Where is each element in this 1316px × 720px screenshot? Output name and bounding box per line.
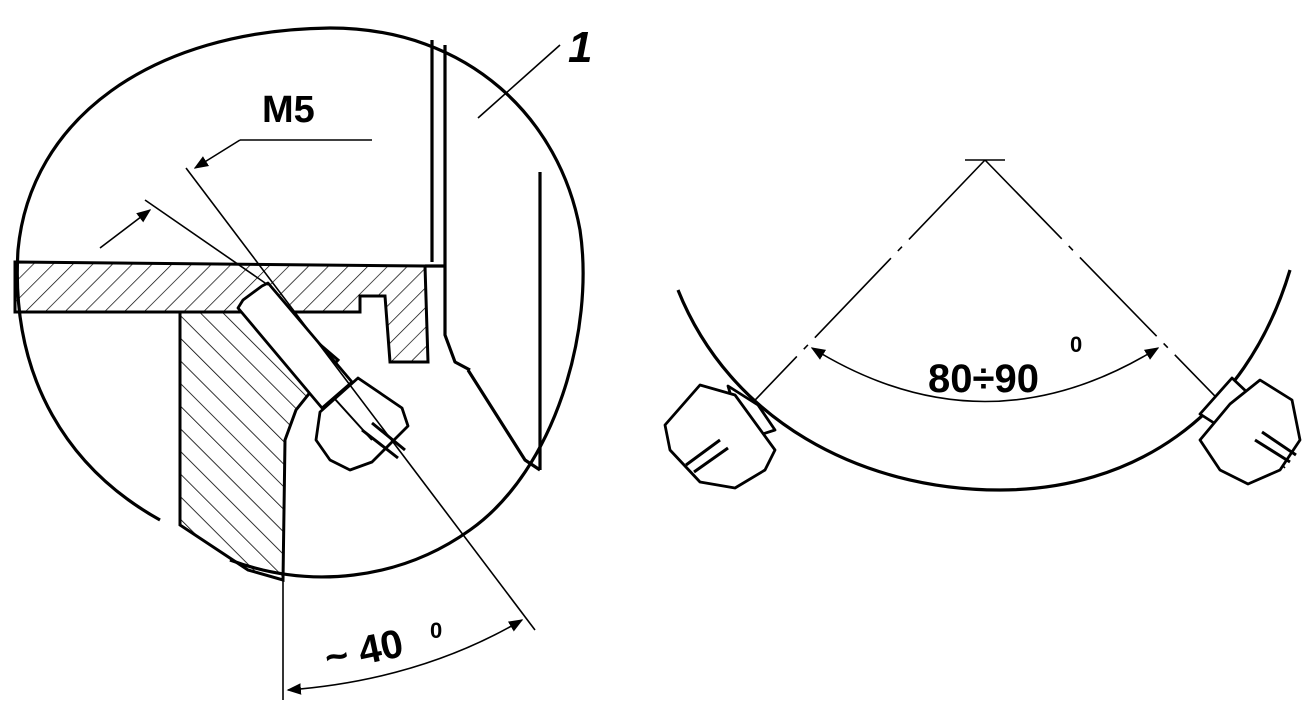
m5-dimension-line-2 [99,209,152,249]
spread-angle-degree: 0 [1070,332,1082,357]
arrangement-view: 80÷90 0 [663,159,1302,492]
tilt-angle-degree: 0 [430,618,442,643]
screw-extension-line [144,199,269,286]
screw-axis [185,167,536,631]
spread-angle-arc [810,347,1160,403]
screw [236,281,410,472]
spread-angle-label: 80÷90 [928,357,1039,401]
right-screw [1198,376,1302,486]
m5-dimension-line [193,139,241,169]
tilt-angle-arc [286,619,524,695]
detail-view: M5 1 ~ 40 0 [13,23,592,700]
left-screw [663,383,777,490]
part-number-leader [477,44,561,119]
thread-label: M5 [262,89,315,131]
part-1-wall [430,40,542,472]
part-number-label: 1 [568,23,592,72]
